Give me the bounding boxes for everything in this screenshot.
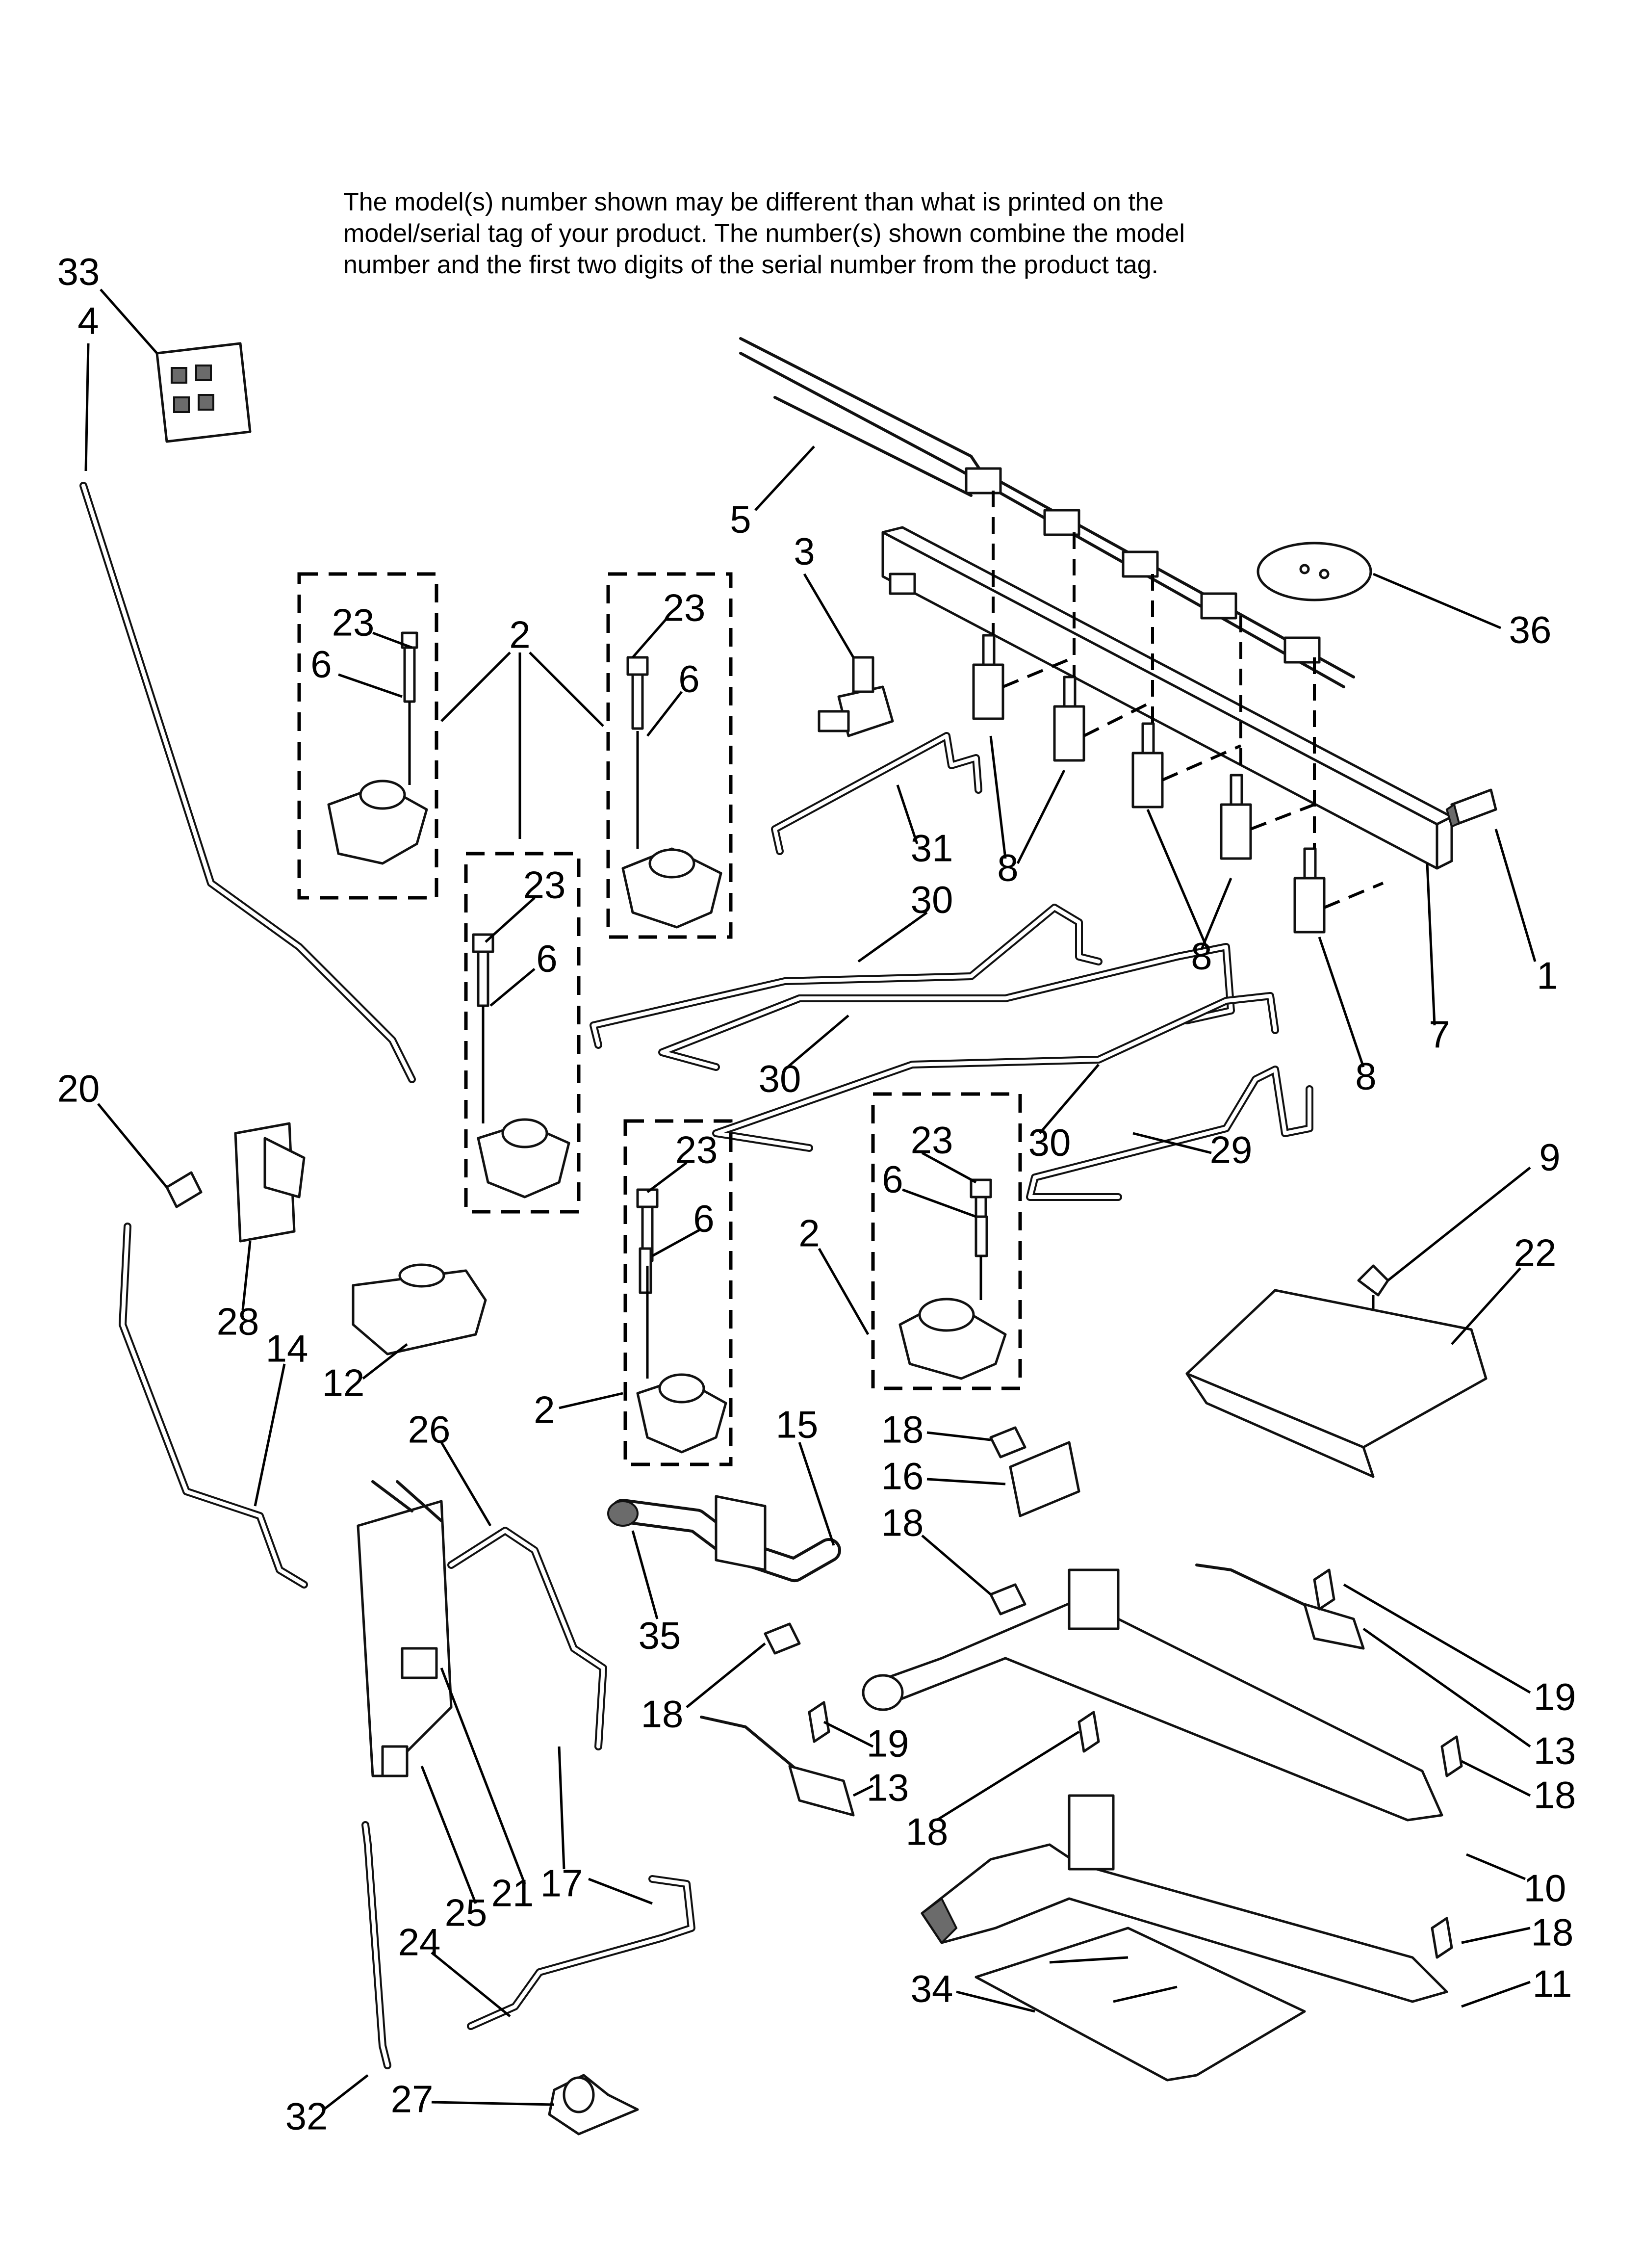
callout-c18d: 18 xyxy=(1534,1773,1576,1817)
callout-c9: 9 xyxy=(1539,1136,1560,1179)
callout-c13a: 13 xyxy=(1534,1729,1576,1773)
callout-c6d: 6 xyxy=(882,1158,903,1201)
burner-bases xyxy=(327,780,1007,1454)
callout-c8b: 8 xyxy=(1191,935,1212,978)
callout-c17a: 17 xyxy=(540,1862,583,1905)
callout-c22: 22 xyxy=(1514,1231,1557,1275)
callout-c8c: 8 xyxy=(1355,1055,1376,1098)
callout-c13b: 13 xyxy=(867,1766,909,1809)
callout-c2b: 2 xyxy=(798,1212,820,1255)
callout-c29: 29 xyxy=(1210,1128,1253,1172)
callout-c5: 5 xyxy=(730,498,751,541)
gas-tube-4 xyxy=(79,482,416,1083)
callout-c18c: 18 xyxy=(641,1693,684,1736)
heat-shield-34 xyxy=(975,1927,1306,2082)
callout-c18a: 18 xyxy=(881,1408,924,1451)
callout-c3: 3 xyxy=(794,530,815,573)
bake-burner-11 xyxy=(921,1794,1448,2003)
burner-valves xyxy=(972,634,1326,934)
callout-c33: 33 xyxy=(57,250,100,293)
gas-tube-26 xyxy=(447,1527,607,1750)
callout-c8a: 8 xyxy=(997,846,1018,889)
burner-boxes xyxy=(297,572,1022,1466)
model-number-notice: The model(s) number shown may be differe… xyxy=(343,186,1471,281)
callout-c30c: 30 xyxy=(1028,1121,1071,1164)
callout-c18e: 18 xyxy=(906,1810,949,1853)
callout-c24: 24 xyxy=(398,1921,441,1964)
callout-c31: 31 xyxy=(911,827,953,870)
valve-assembly-21 xyxy=(357,1480,453,1777)
callout-c23e: 23 xyxy=(911,1119,953,1162)
orifice-1 xyxy=(1445,788,1497,828)
callout-c1: 1 xyxy=(1537,954,1558,997)
callout-c30b: 30 xyxy=(759,1057,801,1100)
callout-c14: 14 xyxy=(266,1327,308,1370)
electrode-links xyxy=(408,702,982,1379)
pressure-regulator-12 xyxy=(352,1263,487,1356)
hi-lo-valve xyxy=(818,656,894,737)
gas-tubes xyxy=(590,732,1313,1201)
notice-line-2: model/serial tag of your product. The nu… xyxy=(343,219,1185,248)
bracket-27 xyxy=(548,2074,639,2136)
callout-c23b: 23 xyxy=(663,586,706,629)
tube-32 xyxy=(361,1821,391,2069)
callout-c2a: 2 xyxy=(509,613,530,656)
callout-c2c: 2 xyxy=(534,1388,555,1432)
callout-c36: 36 xyxy=(1509,608,1552,652)
manifold-pipe xyxy=(881,526,1453,870)
notice-line-3: number and the first two digits of the s… xyxy=(343,251,1158,279)
callout-c26: 26 xyxy=(408,1408,451,1451)
callout-c6c: 6 xyxy=(536,937,557,980)
igniter-13 xyxy=(700,1564,1365,1817)
plate-36 xyxy=(1257,542,1372,601)
callout-c4: 4 xyxy=(77,299,99,342)
callout-c19a: 19 xyxy=(1534,1675,1576,1719)
callout-c15: 15 xyxy=(776,1403,819,1446)
callout-c32: 32 xyxy=(285,2095,328,2138)
callout-c34: 34 xyxy=(911,1967,953,2010)
notice-line-1: The model(s) number shown may be differe… xyxy=(343,188,1164,216)
callout-c18f: 18 xyxy=(1531,1911,1574,1954)
screw-18-center xyxy=(764,1426,1026,1655)
broil-burner-inlet-15 xyxy=(607,1495,841,1582)
gas-tube-17-24 xyxy=(467,1875,695,2030)
callout-c28: 28 xyxy=(217,1300,259,1343)
callout-c30a: 30 xyxy=(911,878,953,921)
callout-c6b: 6 xyxy=(678,657,699,701)
callout-c35: 35 xyxy=(639,1614,681,1657)
spark-electrodes-and-screws xyxy=(401,631,992,1294)
screws-18-19 xyxy=(808,1568,1463,1959)
callout-c27: 27 xyxy=(391,2078,434,2121)
callout-c23a: 23 xyxy=(332,601,375,644)
callout-c23c: 23 xyxy=(523,863,566,907)
callout-c25: 25 xyxy=(445,1891,487,1934)
callout-c20: 20 xyxy=(57,1067,100,1110)
screw-20 xyxy=(165,1171,203,1208)
callout-c6e: 6 xyxy=(693,1197,714,1240)
callout-c21: 21 xyxy=(491,1872,534,1915)
valve-dashed-links xyxy=(992,491,1384,909)
callout-c11: 11 xyxy=(1533,1962,1572,2006)
bracket-28 xyxy=(234,1122,306,1243)
plate-16 xyxy=(1009,1441,1080,1517)
callout-c12: 12 xyxy=(322,1361,365,1405)
broil-burner-10 xyxy=(862,1568,1443,1822)
callout-c18b: 18 xyxy=(881,1501,924,1544)
terminal-block-33 xyxy=(155,342,252,443)
callout-c7: 7 xyxy=(1429,1013,1450,1056)
gas-tube-14 xyxy=(119,1223,308,1589)
leader-lines xyxy=(84,288,1537,2111)
heat-shield-22 xyxy=(1185,1289,1488,1478)
callout-c10: 10 xyxy=(1524,1867,1566,1910)
callout-c23d: 23 xyxy=(675,1128,718,1172)
callout-c19b: 19 xyxy=(867,1722,909,1765)
spark-ignition-harness xyxy=(739,337,1355,688)
callout-c6a: 6 xyxy=(310,643,332,686)
callout-c16: 16 xyxy=(881,1455,924,1498)
